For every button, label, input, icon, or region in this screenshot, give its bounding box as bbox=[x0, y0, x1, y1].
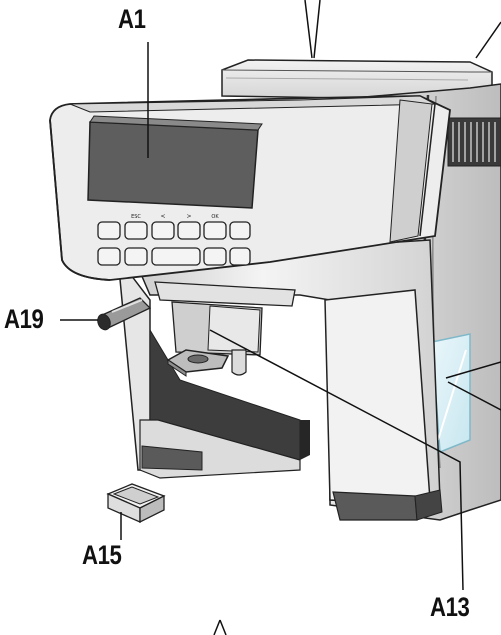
callout-label-a1: A1 bbox=[118, 4, 146, 34]
panel-button[interactable] bbox=[229, 247, 251, 266]
left-symbol: < bbox=[160, 213, 165, 220]
panel-button[interactable] bbox=[177, 221, 201, 240]
callout-lines bbox=[60, 0, 501, 635]
leader-bottom-2 bbox=[219, 619, 227, 635]
vent-grille bbox=[447, 117, 501, 167]
control-panel: ESC < > OK bbox=[97, 213, 251, 266]
steam-wand bbox=[97, 297, 152, 331]
left-foot bbox=[139, 419, 301, 479]
ok-symbol: OK bbox=[211, 214, 219, 220]
panel-button[interactable] bbox=[203, 247, 227, 266]
leader-right-2 bbox=[447, 381, 501, 411]
panel-button[interactable] bbox=[203, 221, 227, 240]
cup-tray bbox=[166, 349, 230, 377]
panel-button[interactable] bbox=[97, 247, 121, 266]
panel-button[interactable] bbox=[151, 221, 175, 240]
right-symbol: > bbox=[186, 213, 191, 220]
callout-label-a15: A15 bbox=[82, 540, 122, 570]
leader-top-1 bbox=[304, 0, 313, 59]
right-foot bbox=[324, 289, 443, 521]
leader-top-right bbox=[475, 21, 501, 59]
callout-label-a13: A13 bbox=[430, 592, 470, 622]
panel-button[interactable] bbox=[124, 221, 148, 240]
leader-right-1 bbox=[445, 361, 501, 379]
panel-button[interactable] bbox=[124, 247, 148, 266]
panel-wide-button[interactable] bbox=[151, 247, 201, 266]
display-screen bbox=[87, 115, 263, 209]
top-lid bbox=[221, 59, 493, 101]
leader-a13 bbox=[209, 329, 464, 591]
panel-button[interactable] bbox=[97, 221, 121, 240]
spout-housing bbox=[154, 281, 296, 376]
small-container bbox=[106, 483, 166, 524]
esc-symbol: ESC bbox=[131, 214, 141, 220]
callout-label-a19: A19 bbox=[4, 304, 44, 334]
side-window bbox=[431, 333, 471, 454]
panel-button[interactable] bbox=[229, 221, 251, 240]
leader-top-2 bbox=[313, 0, 321, 59]
leader-bottom-1 bbox=[213, 619, 221, 635]
